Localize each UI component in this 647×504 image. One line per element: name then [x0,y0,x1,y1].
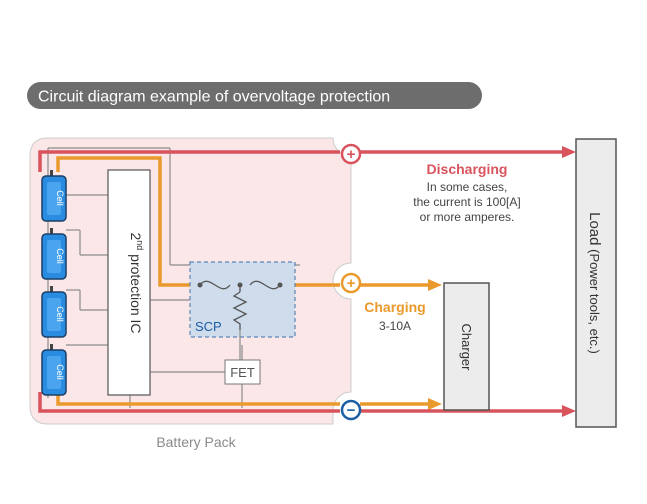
cell-4-label: Cell [55,364,65,380]
load-box: Load (Power tools, etc.) [575,138,617,428]
fet-label: FET [230,365,255,380]
scp-block: SCP [189,261,296,338]
positive-terminal-charge-sign: + [347,275,356,292]
cell-4: Cell [41,344,67,396]
protection-ic: 2nd protection IC [107,169,151,396]
cell-2-label: Cell [55,248,65,264]
title-text: Circuit diagram example of overvoltage p… [38,89,390,106]
discharging-note-line-3: or more amperes. [420,210,515,224]
cell-3-label: Cell [55,306,65,322]
fuse-symbol [199,280,281,290]
cell-1: Cell [41,170,67,222]
title-pill [27,82,482,109]
load-label: Load (Power tools, etc.) [586,212,603,354]
negative-terminal: − [340,399,362,421]
cell-3: Cell [41,286,67,338]
battery-pack-label: Battery Pack [156,434,236,450]
charging-range: 3-10A [379,319,411,333]
charger-box: Charger [443,282,490,411]
heater-resistor [232,291,248,330]
discharging-note-line-1: In some cases, [427,180,508,194]
charging-return-arrow-head [428,398,442,410]
title-banner: Circuit diagram example of overvoltage p… [27,82,482,109]
cell-1-label: Cell [55,190,65,206]
discharging-note-line-2: the current is 100[A] [413,195,520,209]
fet-block: FET [224,359,261,385]
cell-2: Cell [41,228,67,280]
charger-label: Charger [459,324,474,372]
charging-title: Charging [364,299,425,315]
discharging-return-arrow-head [562,405,576,417]
scp-label: SCP [195,319,222,334]
discharging-arrow-head [562,146,576,158]
positive-terminal-charge: + [340,272,362,294]
protection-ic-label: 2nd protection IC [128,232,145,333]
positive-terminal-discharge-sign: + [347,146,356,163]
positive-terminal-discharge: + [340,143,362,165]
discharging-path [38,150,340,413]
charging-arrow-head [428,279,442,291]
negative-terminal-sign: − [347,402,356,419]
discharging-title: Discharging [427,161,508,177]
